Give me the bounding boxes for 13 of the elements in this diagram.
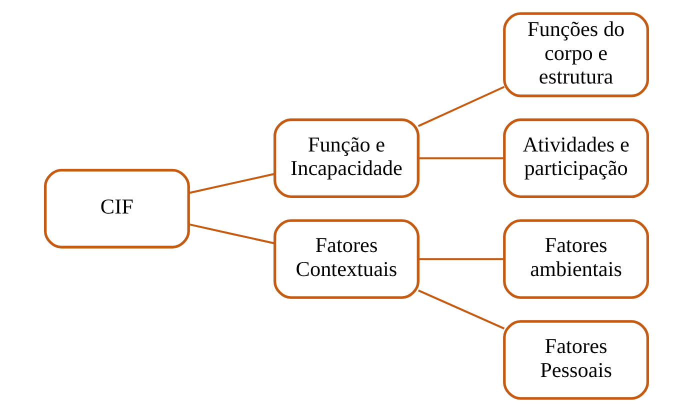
node-box: Atividades e participação <box>503 118 650 198</box>
node-box: Função e Incapacidade <box>274 118 420 198</box>
connector <box>188 172 275 194</box>
connector <box>418 157 504 160</box>
connector <box>418 290 505 330</box>
connector <box>418 258 504 260</box>
node-box: CIF <box>44 168 190 248</box>
node-box: Funções do corpo e estrutura <box>503 12 650 98</box>
connector <box>188 223 275 244</box>
node-box: Fatores ambientais <box>503 219 650 299</box>
node-box: Fatores Contextuais <box>274 219 420 299</box>
node-box: Fatores Pessoais <box>503 320 650 400</box>
connector <box>418 86 505 127</box>
